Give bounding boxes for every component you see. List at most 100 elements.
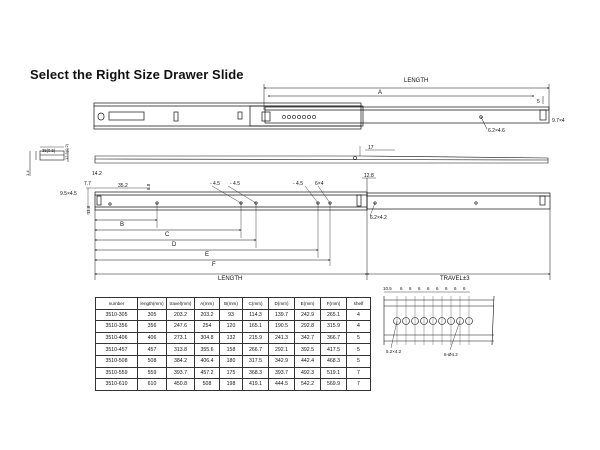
cell: 313.8 [166,343,195,356]
cell: 457 [137,343,167,356]
dim-6-8: 6.8 [146,183,151,190]
dim-5: 5 [537,99,540,105]
cell: 4 [346,320,371,333]
col-number: number [95,297,138,310]
dim-minus-4-5-a: - 4.5 [210,181,220,187]
cell: 442.4 [294,354,321,368]
dim-length-bottom: LENGTH [218,276,242,282]
cell: 3510-356 [95,320,138,333]
detail-dim-5: 6 [427,286,430,291]
cell: 406.4 [194,354,220,368]
cell: 393.7 [166,366,195,380]
detail-dim-4: 6 [418,286,421,291]
col-e: E(mm) [294,297,321,310]
cell: 305 [137,308,167,322]
dim-a: A [378,90,382,96]
cell: 419.1 [242,378,269,391]
cell: 368.3 [242,366,269,380]
dim-c: C [165,232,170,238]
dim-17: 17 [368,145,374,151]
col-travel: travel(mm) [166,297,195,310]
cell: 292.1 [268,343,295,356]
cell: 114.3 [242,308,269,322]
cell: 273.1 [166,331,195,345]
cell: 203.2 [166,308,195,322]
cell: 392.5 [294,343,321,356]
dim-12-8: 12.8 [364,173,374,179]
dim-7-7: 7.7 [84,181,91,187]
detail-dim-6: 6 [436,286,439,291]
cell: 384.2 [166,354,195,368]
dim-minus-4-5-b: - 4.5 [230,181,240,187]
cell: 7 [346,378,371,391]
cell: 356 [137,320,167,333]
cell: 242.9 [294,308,321,322]
dim-14-2: 14.2 [92,171,102,177]
dim-12-5-0-2: 12.5(0.2) [64,143,69,160]
detail-dim-3: 6 [409,286,412,291]
dim-35-0-5: 35(0.5) [42,148,56,153]
dim-11-6: 11.6 [86,205,91,214]
cell: 139.7 [268,308,295,322]
detail-5-dia-4-2: 5-Ø4.2 [444,352,458,357]
cell: 3510-406 [95,331,138,345]
cell: 610 [137,378,167,391]
cell: 266.7 [242,343,269,356]
cell: 265.1 [320,308,347,322]
cell: 450.8 [166,378,195,391]
cell: 7 [346,366,371,380]
cell: 315.9 [320,320,347,333]
hole-detail [383,291,495,351]
top-slide-view [93,84,550,130]
side-slide-view [94,146,549,164]
cell: 508 [194,378,220,391]
detail-dim-9: 6 [463,286,466,291]
cell: 519.1 [320,366,347,380]
cell: 559 [137,366,167,380]
dim-6-2x4-6: 6.2×4.6 [488,128,505,134]
detail-dim-7: 6 [445,286,448,291]
col-shelf: shelf [346,297,371,310]
cell: 406 [137,331,167,345]
col-d: D(mm) [268,297,295,310]
cell: 215.9 [242,331,269,345]
cell: 342.7 [294,331,321,345]
cell: 5 [346,354,371,368]
dim-35-2: 35.2 [118,183,128,189]
cell: 468.3 [320,354,347,368]
cell: 93 [219,308,243,322]
dim-minus-4-5-c: - 4.5 [293,181,303,187]
cell: 417.5 [320,343,347,356]
detail-dim-8: 6 [454,286,457,291]
dim-9-5x4-5: 9.5×4.5 [60,191,77,197]
cell: 158 [219,343,243,356]
cell: 3510-305 [95,308,138,322]
dim-9-7x4: 9.7×4 [552,118,565,124]
cell: 132 [219,331,243,345]
hole-detail-dims: 10.5 6 6 6 6 6 6 6 6 [383,286,466,291]
spec-table: number length(mm) travel(mm) A(mm) B(mm)… [95,297,371,391]
cell: 180 [219,354,243,368]
col-f: F(mm) [320,297,347,310]
dim-6-2x4-2: 6.2×4.2 [370,215,387,221]
col-length: length(mm) [137,297,167,310]
cell: 444.5 [268,378,295,391]
cell: 241.3 [268,331,295,345]
cell: 508 [137,354,167,368]
dim-f: F [212,262,216,268]
cell: 393.7 [268,366,295,380]
cell: 342.9 [268,354,295,368]
cell: 247.6 [166,320,195,333]
dim-1-4: 1.4 [25,170,30,176]
cell: 317.5 [242,354,269,368]
col-c: C(mm) [242,297,269,310]
cell: 3510-559 [95,366,138,380]
